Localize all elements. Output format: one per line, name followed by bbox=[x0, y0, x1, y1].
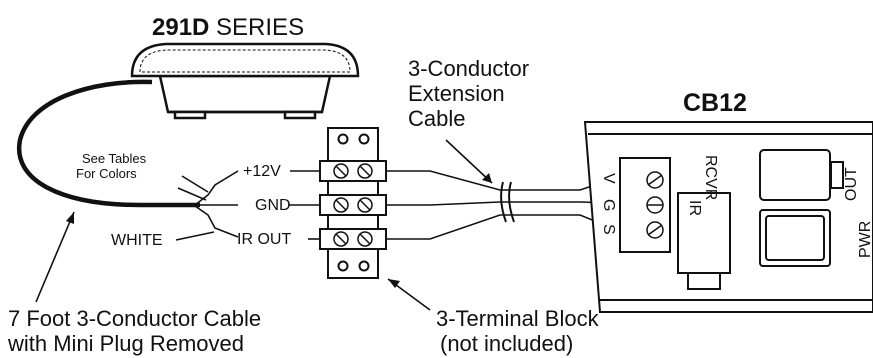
extension-line1: 3-Conductor bbox=[408, 56, 529, 81]
out-label: OUT bbox=[843, 167, 860, 201]
series-model: 291D bbox=[152, 14, 209, 41]
block-callout-line2: (not included) bbox=[440, 331, 573, 356]
pwr-label: PWR bbox=[857, 221, 873, 258]
extension-line3: Cable bbox=[408, 106, 465, 131]
terminal-block bbox=[319, 127, 387, 279]
device-label: CB12 bbox=[683, 89, 747, 117]
terminal-g-label: G bbox=[600, 199, 617, 211]
cable-callout-line1: 7 Foot 3-Conductor Cable bbox=[8, 306, 261, 331]
terminal-s-label: S bbox=[600, 224, 617, 235]
series-suffix: SERIES bbox=[209, 14, 304, 41]
rcvr-label: RCVR bbox=[702, 155, 719, 200]
cable-callout-line2: with Mini Plug Removed bbox=[7, 331, 244, 356]
sensor-cable bbox=[16, 79, 200, 208]
extension-cable bbox=[386, 170, 613, 240]
extension-line2: Extension bbox=[408, 81, 505, 106]
note-line2: For Colors bbox=[76, 166, 137, 181]
white-pointer bbox=[175, 231, 215, 241]
cb12-device bbox=[583, 121, 873, 313]
extension-pointer bbox=[445, 139, 493, 184]
block-callout-line1: 3-Terminal Block bbox=[436, 306, 600, 331]
terminal-label-12v: +12V bbox=[243, 163, 281, 180]
note-line1: See Tables bbox=[82, 151, 147, 166]
series-title: 291D SERIES bbox=[152, 14, 304, 41]
sensor-unit bbox=[130, 42, 360, 120]
ir-label: IR bbox=[686, 200, 703, 216]
terminal-label-gnd: GND bbox=[255, 197, 291, 214]
cable-pointer bbox=[35, 211, 75, 303]
terminal-v-label: V bbox=[600, 173, 617, 184]
wire-white-label: WHITE bbox=[111, 232, 163, 249]
terminal-leads-left bbox=[288, 170, 320, 240]
wire-fan bbox=[177, 170, 239, 238]
terminal-label-irout: IR OUT bbox=[237, 231, 291, 248]
